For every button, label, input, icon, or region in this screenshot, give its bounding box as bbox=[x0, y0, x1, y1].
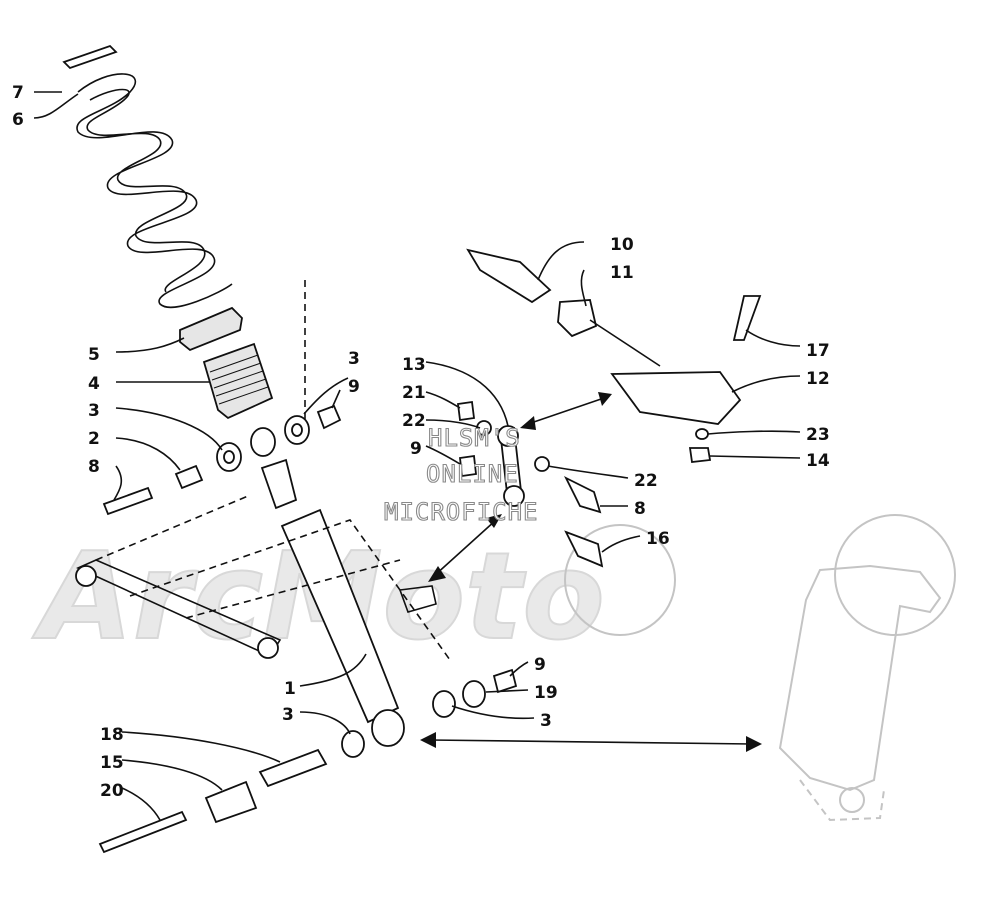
callout-21: 21 bbox=[402, 383, 426, 403]
callout-3-left: 3 bbox=[88, 401, 100, 421]
watermark-line-2: ONLINE bbox=[426, 460, 519, 488]
coupler-11-part bbox=[557, 299, 598, 338]
bushing-3-lower-right-part bbox=[432, 690, 456, 718]
nut-14-part bbox=[688, 447, 712, 463]
callout-16: 16 bbox=[646, 529, 670, 549]
callout-20: 20 bbox=[100, 781, 124, 801]
callout-23: 23 bbox=[806, 425, 830, 445]
arrow-head-icon bbox=[420, 732, 436, 748]
upper-bushings bbox=[102, 404, 342, 516]
callout-22-right: 22 bbox=[634, 471, 658, 491]
watermark-line-1: HLSM'S bbox=[428, 424, 521, 452]
shock-top-eye-part bbox=[250, 427, 276, 457]
watermark-overlay: HLSM'S ONLINE MICROFICHE bbox=[383, 423, 539, 526]
callout-14: 14 bbox=[806, 451, 830, 471]
spring-seat-part bbox=[179, 306, 243, 352]
callout-8-left: 8 bbox=[88, 457, 100, 477]
callout-10: 10 bbox=[610, 235, 634, 255]
arrow-head-icon bbox=[520, 416, 536, 430]
arrow-head-icon bbox=[428, 566, 446, 582]
actuator-10-part bbox=[466, 248, 552, 304]
callout-labels: 7 6 5 4 3 9 3 2 8 10 11 17 12 13 21 22 9… bbox=[12, 83, 830, 801]
callout-22-left: 22 bbox=[402, 411, 426, 431]
arrow-head-icon bbox=[746, 736, 762, 752]
spacer-15-part bbox=[204, 780, 258, 824]
callout-6: 6 bbox=[12, 110, 24, 130]
shock-rod-part bbox=[260, 458, 298, 510]
callout-13: 13 bbox=[402, 355, 426, 375]
motor-assembly bbox=[466, 248, 762, 425]
callout-12: 12 bbox=[806, 369, 830, 389]
washer-22-right-part bbox=[534, 456, 550, 472]
reference-shock-ghost bbox=[778, 564, 942, 822]
bushing-3-lower-left-part bbox=[341, 730, 365, 758]
linkage-assembly bbox=[456, 400, 712, 568]
callout-9-mid: 9 bbox=[410, 439, 422, 459]
watermark-brand: ArcMoto bbox=[31, 514, 956, 668]
callout-7: 7 bbox=[12, 83, 24, 103]
callout-9-upper: 9 bbox=[348, 377, 360, 397]
lever-12-part bbox=[610, 371, 742, 425]
callout-9-lower: 9 bbox=[534, 655, 546, 675]
nut-9-upper-part bbox=[316, 404, 342, 430]
bolt-16-part bbox=[564, 530, 604, 568]
nut-21-part bbox=[456, 400, 476, 422]
watermark-line-3: MICROFICHE bbox=[384, 498, 539, 526]
lower-bushings bbox=[98, 668, 518, 854]
callout-5: 5 bbox=[88, 345, 100, 365]
bolt-17-part bbox=[732, 295, 762, 341]
arrow-head-icon bbox=[598, 392, 612, 406]
watermark-wheel-icon bbox=[834, 514, 956, 636]
mount-bracket-part bbox=[398, 585, 437, 613]
bump-stop-ribs bbox=[209, 354, 269, 405]
spring-assembly bbox=[62, 44, 233, 309]
coil-spring-part bbox=[76, 73, 233, 309]
callout-19: 19 bbox=[534, 683, 558, 703]
a-arm-frame bbox=[75, 495, 451, 661]
direction-arrows bbox=[420, 392, 762, 752]
bump-stop-part bbox=[202, 342, 274, 420]
bolt-8-right-part bbox=[563, 475, 602, 514]
washer-23-part bbox=[695, 428, 709, 440]
arrow-head-icon bbox=[486, 514, 502, 528]
shock-absorber bbox=[260, 458, 405, 747]
watermark-wheel-icon-2 bbox=[564, 524, 676, 636]
shock-bottom-eye-part bbox=[371, 709, 405, 747]
callout-3-upper: 3 bbox=[348, 349, 360, 369]
shock-body-part bbox=[280, 508, 400, 724]
bolt-8-left-part bbox=[102, 486, 154, 516]
nut-9-mid-part bbox=[459, 454, 477, 478]
callout-2: 2 bbox=[88, 429, 100, 449]
callout-8-right: 8 bbox=[634, 499, 646, 519]
spring-cap-part bbox=[62, 44, 118, 70]
washer-22-left-part bbox=[476, 420, 492, 436]
bolt-20-part bbox=[98, 810, 188, 854]
callout-18: 18 bbox=[100, 725, 124, 745]
bushing-19-part bbox=[462, 680, 486, 708]
callout-15: 15 bbox=[100, 753, 124, 773]
leader-lines bbox=[33, 91, 801, 821]
callout-3-lower-left: 3 bbox=[282, 705, 294, 725]
callout-3-lower-right: 3 bbox=[540, 711, 552, 731]
callout-11: 11 bbox=[610, 263, 634, 283]
callout-17: 17 bbox=[806, 341, 830, 361]
callout-4: 4 bbox=[88, 374, 100, 394]
a-arm-tube-part bbox=[76, 559, 282, 658]
sleeve-2-part bbox=[174, 464, 204, 490]
sleeve-18-part bbox=[258, 748, 328, 788]
callout-1: 1 bbox=[284, 679, 296, 699]
